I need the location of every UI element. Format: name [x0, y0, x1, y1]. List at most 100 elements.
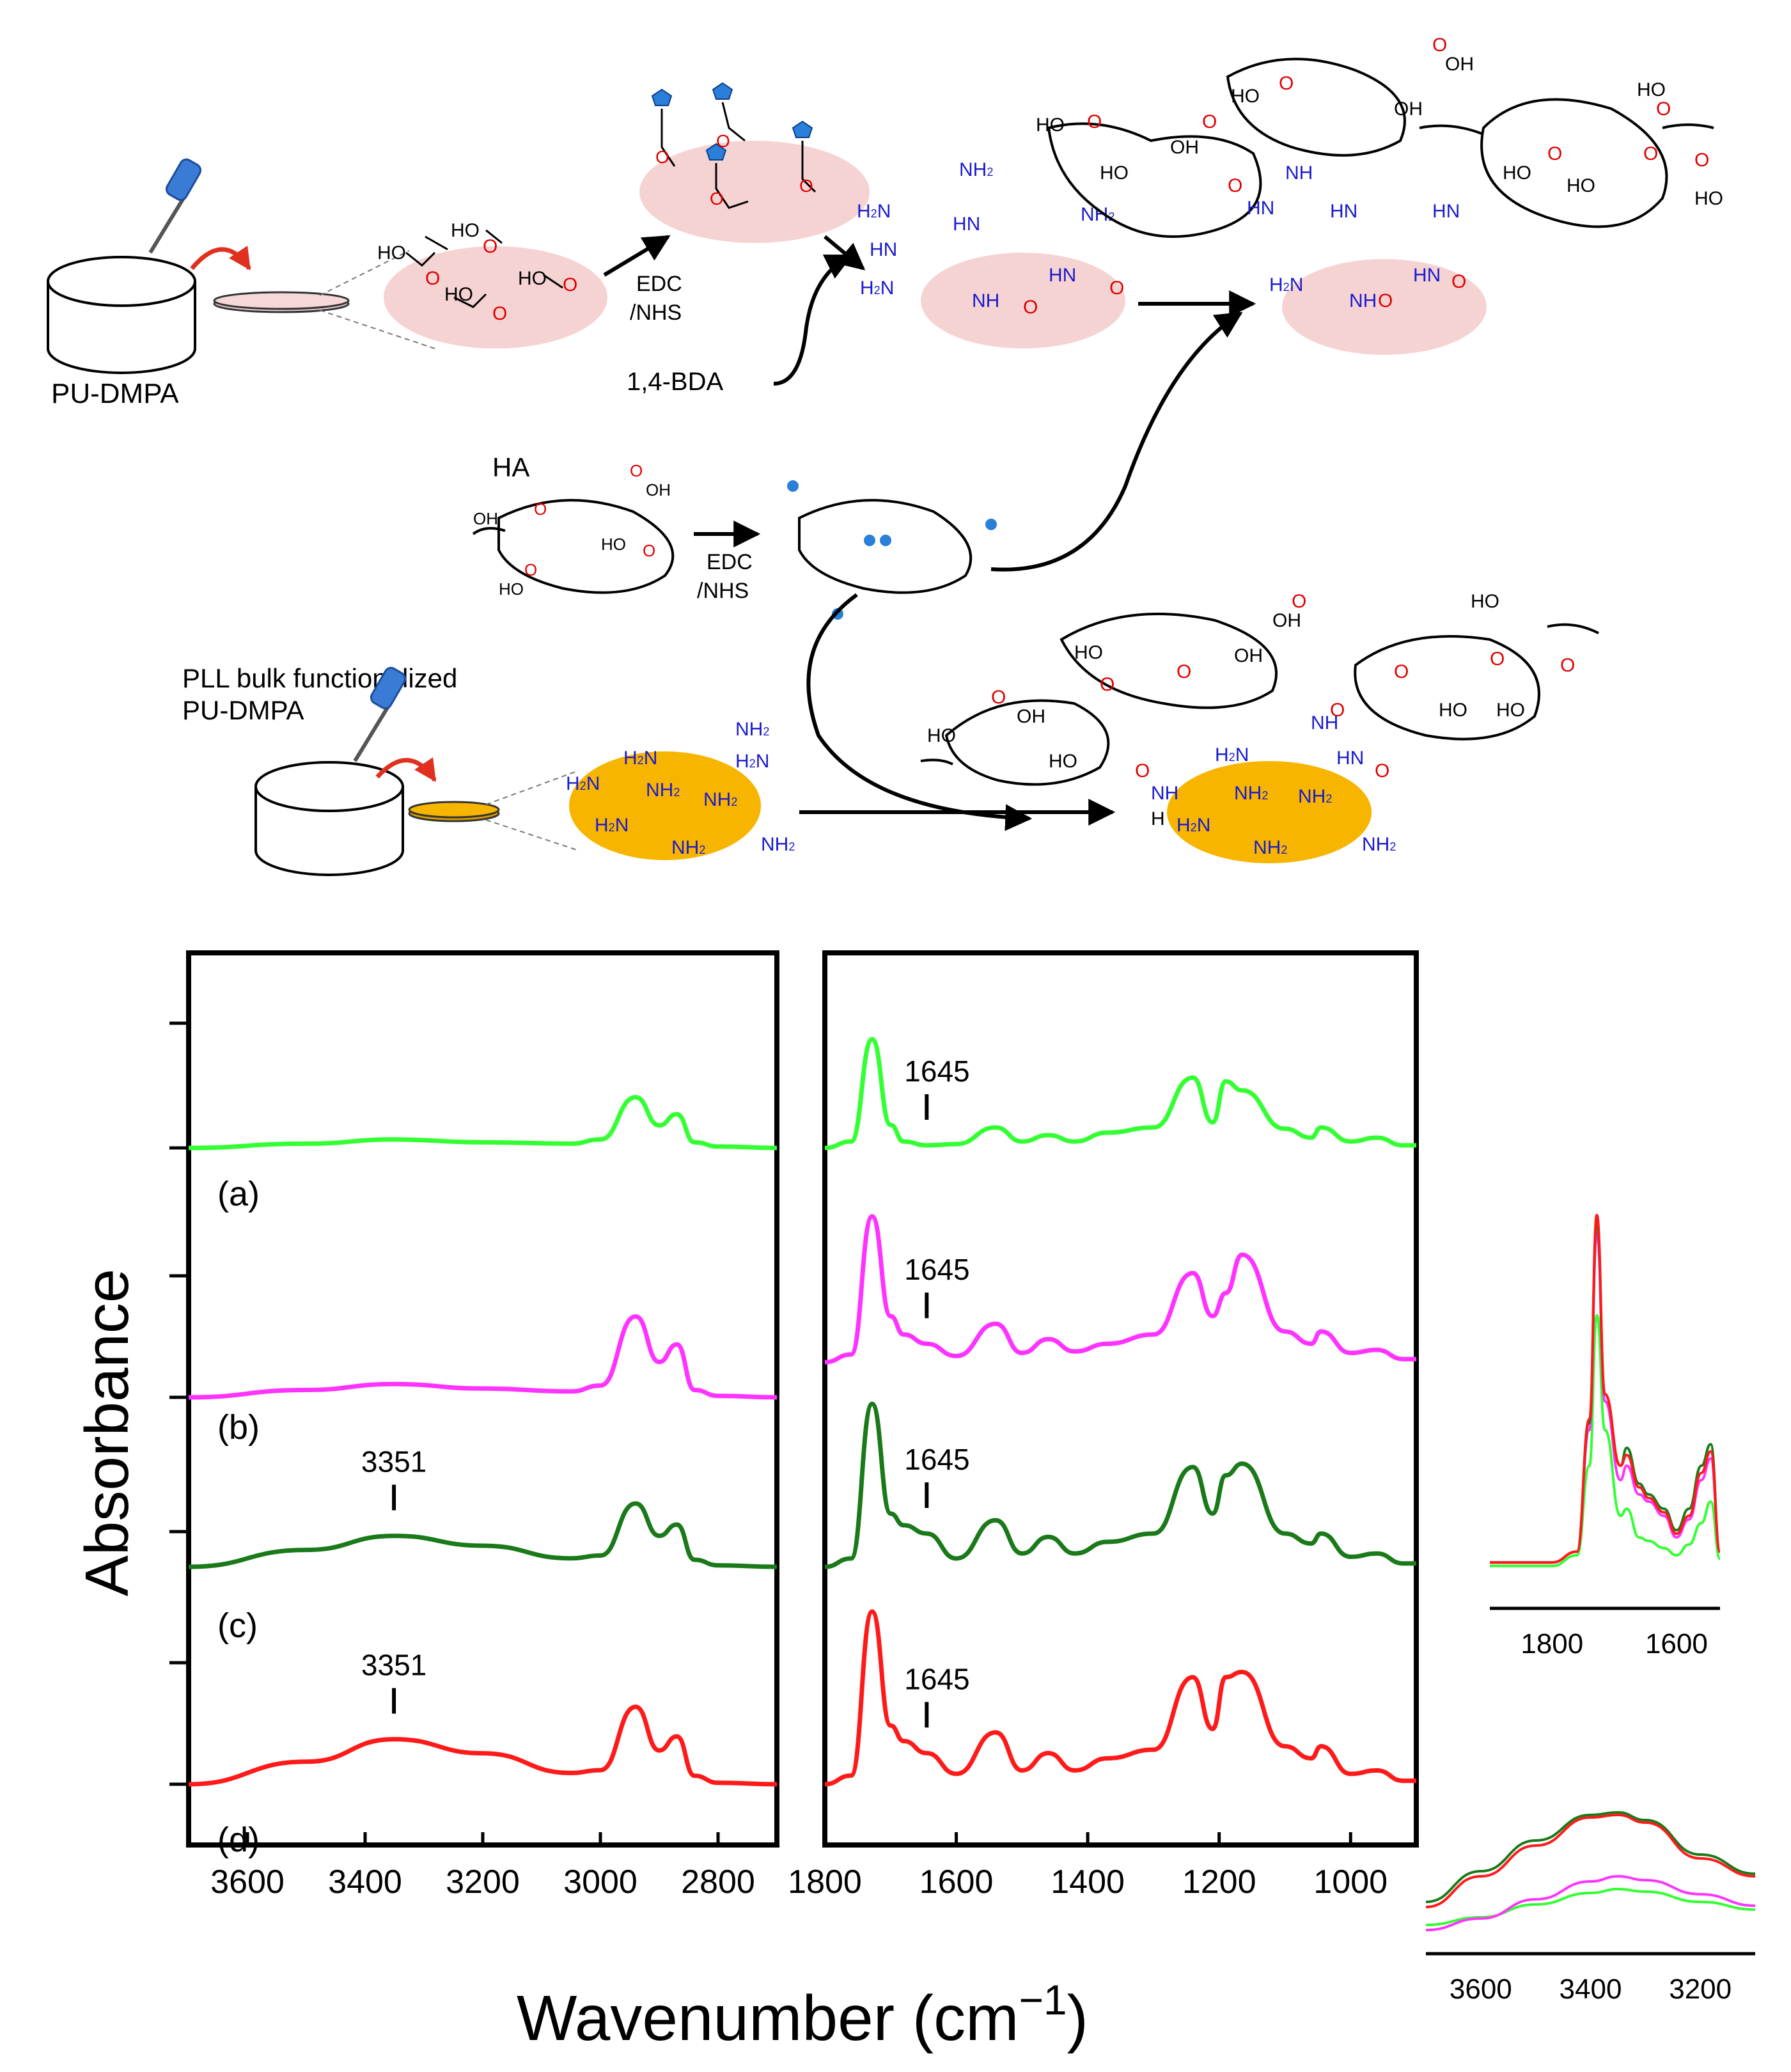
y-axis-label: Absorbance: [73, 1269, 141, 1596]
transfer-arrow-icon: [190, 246, 251, 271]
substrate-product-2: [1167, 761, 1372, 863]
ha-network-2: [920, 613, 1599, 786]
svg-text:HN: HN: [1247, 198, 1274, 219]
ha-label: HA: [492, 452, 529, 482]
svg-text:HN: HN: [1330, 201, 1357, 222]
series-label-b: (b): [217, 1408, 260, 1447]
svg-text:H2N: H2N: [860, 278, 894, 299]
svg-text:H2N: H2N: [1215, 744, 1249, 765]
svg-text:O: O: [524, 560, 537, 579]
svg-text:O: O: [1560, 655, 1575, 676]
svg-text:HN: HN: [953, 214, 980, 235]
peak-annotation: 3351: [361, 1649, 426, 1682]
peak-annotation: 3351: [361, 1445, 426, 1479]
svg-text:O: O: [643, 541, 655, 560]
pu-dmpa-label: PU-DMPA: [51, 378, 179, 409]
spectrum-line-a: [188, 1095, 778, 1150]
svg-text:HO: HO: [1637, 79, 1666, 100]
spectrum-line-b: [188, 1314, 778, 1400]
coupling-arrow-1: [824, 235, 866, 271]
nhs-label-1: /NHS: [630, 301, 682, 325]
svg-text:NH2: NH2: [735, 719, 769, 740]
svg-text:O: O: [1330, 700, 1345, 721]
svg-text:OH: OH: [1234, 645, 1263, 666]
amide-links-1: NH HN HN HN HN H2N NH O O O: [1228, 162, 1466, 311]
svg-text:O: O: [710, 189, 724, 208]
svg-text:HO: HO: [499, 579, 524, 599]
svg-text:O: O: [630, 461, 643, 480]
svg-text:O: O: [1023, 297, 1038, 318]
series-label-a: (a): [217, 1175, 260, 1213]
x-tick-label: 3200: [446, 1864, 520, 1901]
svg-text:O: O: [1177, 661, 1191, 682]
svg-text:HN: HN: [1336, 748, 1364, 769]
svg-text:HO: HO: [601, 535, 626, 554]
pll-dish: [254, 761, 404, 876]
svg-text:O: O: [1100, 674, 1114, 695]
series-label-d: (d): [217, 1821, 260, 1859]
inset-tick-label: 3400: [1560, 1974, 1622, 2005]
svg-text:NH2: NH2: [703, 789, 737, 810]
svg-text:OH: OH: [646, 480, 671, 499]
inset-line-d: [1425, 1813, 1756, 1908]
svg-text:HO: HO: [444, 284, 473, 305]
svg-text:O: O: [534, 499, 547, 519]
svg-text:HO: HO: [1694, 188, 1723, 209]
svg-text:H2N: H2N: [857, 201, 891, 222]
svg-text:OH: OH: [1394, 98, 1423, 120]
pll-amines: H2N H2N NH2 H2N NH2 NH2 H2N NH2 NH2: [566, 719, 795, 858]
inset-tick-label: 3200: [1669, 1974, 1732, 2005]
spectrum-line-a: [824, 1037, 1416, 1150]
svg-text:O: O: [425, 268, 440, 289]
svg-text:NH2: NH2: [959, 159, 993, 180]
x-tick-label: 2800: [681, 1864, 755, 1901]
edc-label-1: EDC: [636, 272, 682, 296]
peak-annotation: 1645: [904, 1662, 969, 1695]
svg-text:NH2: NH2: [671, 837, 705, 858]
svg-text:O: O: [1292, 591, 1306, 612]
svg-text:HN: HN: [1432, 201, 1460, 222]
svg-text:O: O: [1202, 111, 1217, 132]
svg-text:O: O: [1432, 35, 1447, 56]
activation-arrow-1: [603, 235, 671, 277]
cooh-groups: HO HO HO HO O O O O: [377, 220, 577, 324]
svg-text:HO: HO: [518, 268, 547, 289]
inset-line-c: [1490, 1221, 1721, 1564]
spectrum-line-b: [824, 1214, 1416, 1365]
svg-text:HO: HO: [1496, 700, 1525, 721]
x-tick-label: 3400: [328, 1864, 402, 1901]
film-disc: [213, 291, 350, 313]
svg-text:OH: OH: [1445, 54, 1474, 75]
peak-annotation: 1645: [904, 1253, 969, 1286]
transfer-arrow-icon-2: [375, 757, 437, 782]
svg-text:H: H: [1151, 808, 1165, 829]
svg-text:O: O: [1228, 175, 1242, 196]
pll-label-line2: PU-DMPA: [182, 695, 304, 725]
svg-text:H2N: H2N: [735, 751, 769, 772]
svg-text:HN: HN: [1413, 265, 1441, 286]
inset-tick-label: 1600: [1645, 1628, 1708, 1660]
svg-text:NH2: NH2: [761, 834, 795, 855]
svg-text:O: O: [1656, 98, 1671, 120]
svg-text:NH2: NH2: [1234, 783, 1268, 804]
svg-text:HO: HO: [1471, 591, 1499, 612]
inset-line-a: [1489, 1314, 1721, 1567]
x-tick-label: 1400: [1051, 1864, 1125, 1901]
svg-text:O: O: [991, 687, 1006, 708]
svg-text:NH2: NH2: [646, 780, 680, 801]
svg-text:HN: HN: [1049, 265, 1076, 286]
spectrum-line-d: [824, 1609, 1416, 1787]
svg-text:OH: OH: [1272, 610, 1301, 631]
svg-text:NH: NH: [1151, 783, 1178, 804]
x-tick-label: 1200: [1182, 1864, 1256, 1901]
spectrum-line-c: [824, 1401, 1416, 1569]
panel-frame-high: [186, 950, 779, 1848]
svg-text:HO: HO: [927, 725, 956, 746]
bda-arrow: [773, 254, 853, 386]
svg-text:NH2: NH2: [1253, 837, 1287, 858]
svg-text:HO: HO: [1503, 162, 1531, 184]
spectrum-line-d: [188, 1704, 778, 1787]
panel-frame-fingerprint: [822, 950, 1419, 1848]
